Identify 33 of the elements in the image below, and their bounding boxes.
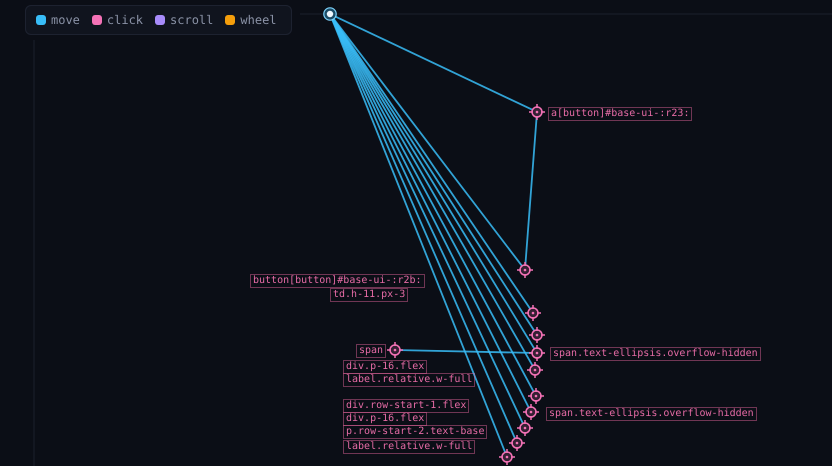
crosshair-icon	[509, 435, 525, 451]
cursor-path	[335, 16, 533, 110]
selector-label: span.text-ellipsis.overflow-hidden	[550, 347, 761, 361]
selector-label: button[button]#base-ui-:r2b:	[250, 274, 425, 288]
crosshair-icon	[527, 362, 543, 378]
crosshair-icon	[525, 305, 541, 321]
selector-label: span	[356, 344, 386, 358]
cursor-path	[333, 18, 523, 266]
crosshair-icon	[528, 388, 544, 404]
selector-label: a[button]#base-ui-:r23:	[548, 107, 692, 121]
crosshair-icon	[499, 449, 515, 465]
legend-label: click	[106, 13, 144, 27]
start-point-icon	[323, 7, 337, 21]
legend-label: move	[51, 13, 80, 27]
crosshair-icon	[529, 345, 545, 361]
selector-label: td.h-11.px-3	[330, 288, 408, 302]
selector-label: p.row-start-2.text-base	[343, 425, 488, 439]
selector-label: span.text-ellipsis.overflow-hidden	[546, 407, 757, 421]
crosshair-icon	[529, 327, 545, 343]
selector-label: label.relative.w-full	[343, 440, 476, 454]
legend-label: wheel	[240, 13, 277, 27]
cursor-path	[400, 349, 532, 354]
crosshair-icon	[529, 104, 545, 120]
selector-label: div.p-16.flex	[343, 412, 428, 426]
legend-label: scroll	[170, 13, 214, 27]
crosshair-icon	[517, 262, 533, 278]
selector-label: div.p-16.flex	[343, 360, 428, 374]
selector-label: label.relative.w-full	[343, 373, 476, 387]
crosshair-icon	[523, 404, 539, 420]
crosshair-icon	[387, 342, 403, 358]
cursor-path	[524, 116, 538, 266]
crosshair-icon	[517, 420, 533, 436]
selector-label: div.row-start-1.flex	[343, 399, 470, 413]
